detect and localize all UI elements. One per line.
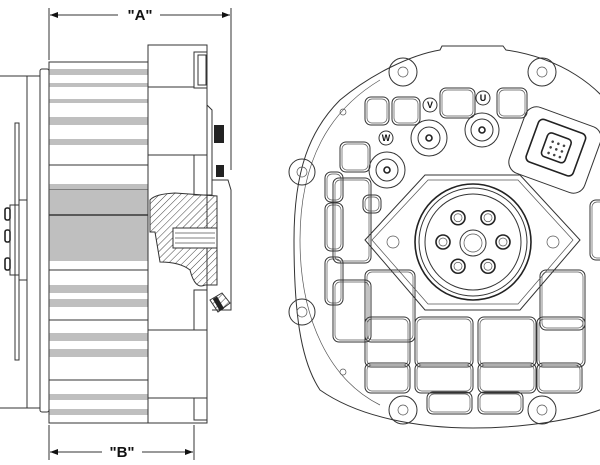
- terminal-v: V: [410, 97, 448, 157]
- pocket: [362, 194, 382, 214]
- pocket: [324, 202, 344, 252]
- pocket: [477, 362, 537, 394]
- pocket: [477, 316, 537, 368]
- dimension-b-label: "B": [109, 444, 134, 461]
- terminal-stud: [214, 125, 224, 143]
- stator-housing: [48, 61, 149, 424]
- terminal-stud: [216, 165, 224, 177]
- hub-bolt-hole: [480, 258, 496, 275]
- front-flange: [39, 68, 50, 413]
- pocket: [536, 362, 583, 394]
- diamond-flange: [364, 174, 581, 311]
- hub-bolt-hole: [435, 234, 451, 250]
- hub-bolt-hole: [450, 209, 466, 226]
- output-hub: [414, 183, 532, 301]
- pocket: [339, 141, 371, 173]
- pocket: [391, 96, 421, 126]
- signal-connector: [508, 106, 600, 194]
- spline-bore: [459, 229, 487, 257]
- cooling-fins: [49, 69, 148, 415]
- front-plate: [26, 75, 41, 409]
- hub-bolt: [4, 207, 11, 221]
- end-view: U V W: [288, 45, 600, 429]
- pocket: [324, 256, 344, 306]
- pocket: [496, 87, 528, 119]
- pocket: [332, 177, 372, 264]
- pocket: [324, 171, 344, 203]
- rib-pockets: [324, 87, 600, 415]
- pocket: [426, 391, 473, 415]
- terminal-v-label: V: [427, 100, 433, 110]
- pocket: [364, 269, 416, 343]
- pocket: [414, 362, 474, 394]
- side-view: "A" "B": [0, 7, 232, 461]
- pocket: [477, 391, 524, 415]
- hub-bolt-hole: [450, 258, 466, 275]
- shaft-disc: [14, 122, 20, 361]
- hub-bolt-hole: [495, 234, 511, 250]
- pocket: [439, 87, 476, 119]
- pocket: [332, 279, 372, 343]
- pocket: [539, 269, 586, 331]
- pocket: [536, 316, 586, 368]
- dimension-b: "B": [48, 425, 195, 461]
- mounting-ears: [288, 57, 557, 425]
- terminal-w-label: W: [382, 133, 391, 143]
- pocket: [364, 96, 390, 126]
- pocket: [364, 362, 411, 394]
- terminal-w: W: [368, 130, 406, 189]
- housing-outline: [293, 45, 600, 429]
- terminal-u-label: U: [480, 93, 487, 103]
- dimension-a-label: "A": [127, 7, 152, 24]
- pocket: [589, 199, 600, 261]
- terminal-u: U: [464, 90, 500, 148]
- pocket: [414, 316, 474, 368]
- dimension-a: "A": [48, 7, 232, 170]
- pocket: [364, 316, 411, 368]
- hub-bolt-hole: [480, 209, 496, 226]
